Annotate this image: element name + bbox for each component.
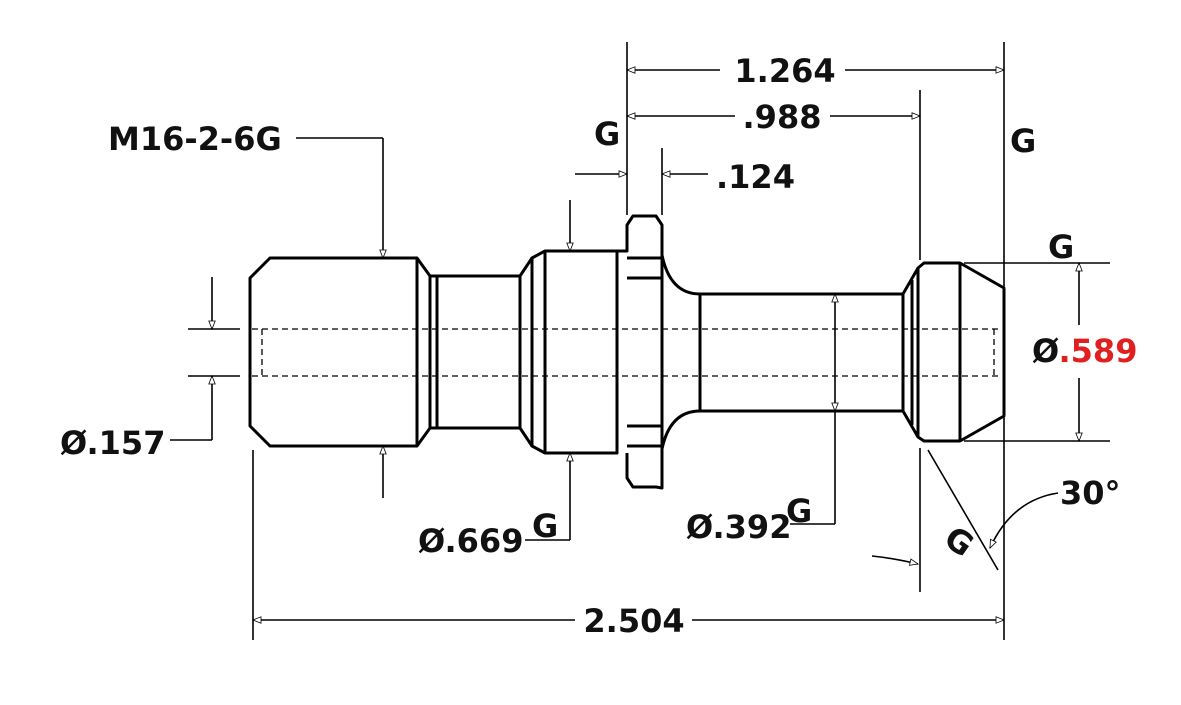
dim-2504-label: 2.504 xyxy=(583,602,684,640)
datum-g-2: G xyxy=(1010,122,1036,160)
angle-label: 30° xyxy=(1060,474,1121,512)
datum-g-labels: G G G G G G xyxy=(532,115,1074,565)
datum-g-3: G xyxy=(1048,228,1074,266)
dim-124-label: .124 xyxy=(716,158,795,196)
dim-988-label: .988 xyxy=(743,98,822,136)
datum-g-6: G xyxy=(937,518,980,564)
dim-157-label: Ø.157 xyxy=(60,424,165,462)
dim-30-angle xyxy=(871,449,1059,571)
dim-669-label: Ø.669 xyxy=(418,522,523,560)
hidden-bore-lines xyxy=(252,328,1000,377)
dim-392 xyxy=(790,292,839,525)
datum-g-4: G xyxy=(532,507,558,545)
dim-1264-label: 1.264 xyxy=(734,52,835,90)
dim-589-label: Ø.589 xyxy=(1032,332,1137,370)
dim-392-label: Ø.392 xyxy=(686,508,791,546)
thread-leader xyxy=(296,137,387,498)
thread-label: M16-2-6G xyxy=(108,120,282,158)
dim-669 xyxy=(525,200,574,541)
datum-g-1: G xyxy=(594,115,620,153)
dim-157 xyxy=(170,277,216,441)
part-outline xyxy=(248,214,1006,490)
datum-g-5: G xyxy=(786,492,812,530)
extension-lines xyxy=(188,42,1110,640)
